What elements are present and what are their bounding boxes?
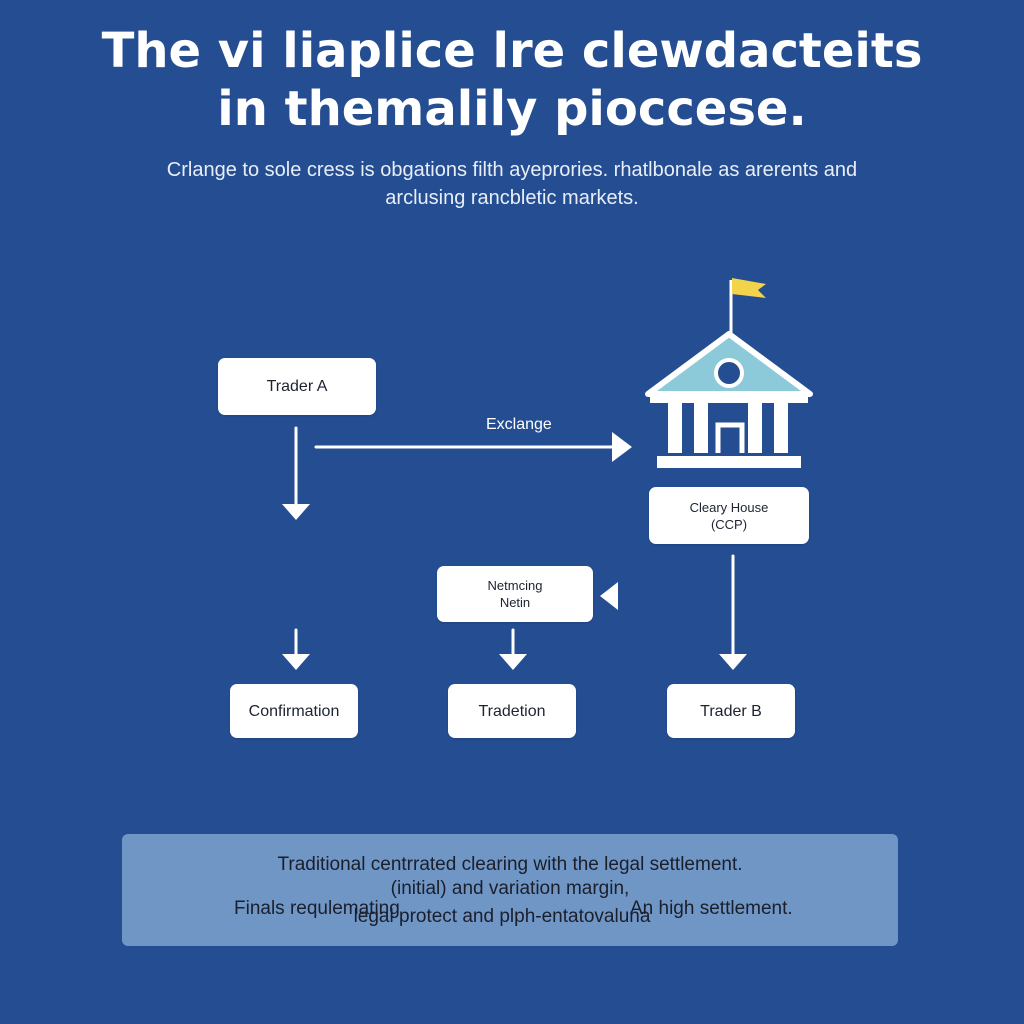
- arrowhead-to-confirmation: [282, 654, 310, 670]
- building-door: [715, 422, 745, 453]
- notes-panel: Traditional centrrated clearing with the…: [122, 834, 898, 946]
- building-column-1: [668, 403, 682, 453]
- building-beam: [650, 394, 808, 403]
- page-title: The vi liaplice lre clewdacteits in them…: [0, 22, 1024, 138]
- node-tradetion-label: Tradetion: [478, 702, 546, 720]
- node-netting-label-1: Netmcing: [487, 578, 543, 593]
- node-confirmation-label: Confirmation: [248, 702, 340, 720]
- notes-line-4: legal protect and plph-entatovaluna: [353, 906, 651, 927]
- building-column-2: [694, 403, 708, 453]
- node-trader-a-label: Trader A: [266, 378, 328, 395]
- notes-line-3-right: An high settlement.: [630, 898, 793, 919]
- notes-line-2: (initial) and variation margin,: [390, 878, 630, 899]
- roof-window: [714, 358, 744, 388]
- notes-line-3-left: Finals requlemating: [234, 898, 400, 919]
- subtitle-line-1: Crlange to sole cress is obgations filth…: [166, 159, 858, 181]
- node-clearing-house-label-1: Cleary House: [689, 499, 769, 515]
- node-trader-b-label: Trader B: [700, 702, 762, 720]
- edge-label-exchange: Exclange: [486, 416, 552, 433]
- title-line-1: The vi liaplice lre clewdacteits: [101, 23, 923, 79]
- node-tradetion[interactable]: Tradetion: [448, 684, 576, 738]
- bank-building-icon: [645, 278, 813, 468]
- arrowhead-exchange: [612, 432, 632, 462]
- arrowhead-to-netting: [600, 582, 618, 610]
- page-subtitle: Crlange to sole cress is obgations filth…: [0, 156, 1024, 212]
- building-base: [657, 456, 801, 468]
- building-column-4: [774, 403, 788, 453]
- building-column-3: [748, 403, 762, 453]
- subtitle-line-2: arclusing rancbletic markets.: [385, 187, 639, 209]
- node-trader-b[interactable]: Trader B: [667, 684, 795, 738]
- notes-line-1: Traditional centrrated clearing with the…: [277, 854, 743, 875]
- node-clearing-house-label-2: (CCP): [710, 516, 748, 532]
- node-netting-label-2: Netin: [499, 595, 531, 610]
- arrowhead-to-tradetion: [499, 654, 527, 670]
- title-line-2: in themalily pioccese.: [217, 81, 807, 137]
- flag-icon: [732, 278, 766, 298]
- node-confirmation[interactable]: Confirmation: [230, 684, 358, 738]
- arrowhead-trader-a-down: [282, 504, 310, 520]
- node-trader-a[interactable]: Trader A: [218, 358, 376, 415]
- node-clearing-house[interactable]: Cleary House (CCP): [649, 487, 809, 544]
- node-netting[interactable]: Netmcing Netin: [437, 566, 593, 622]
- arrowhead-ccp-to-trader-b: [719, 654, 747, 670]
